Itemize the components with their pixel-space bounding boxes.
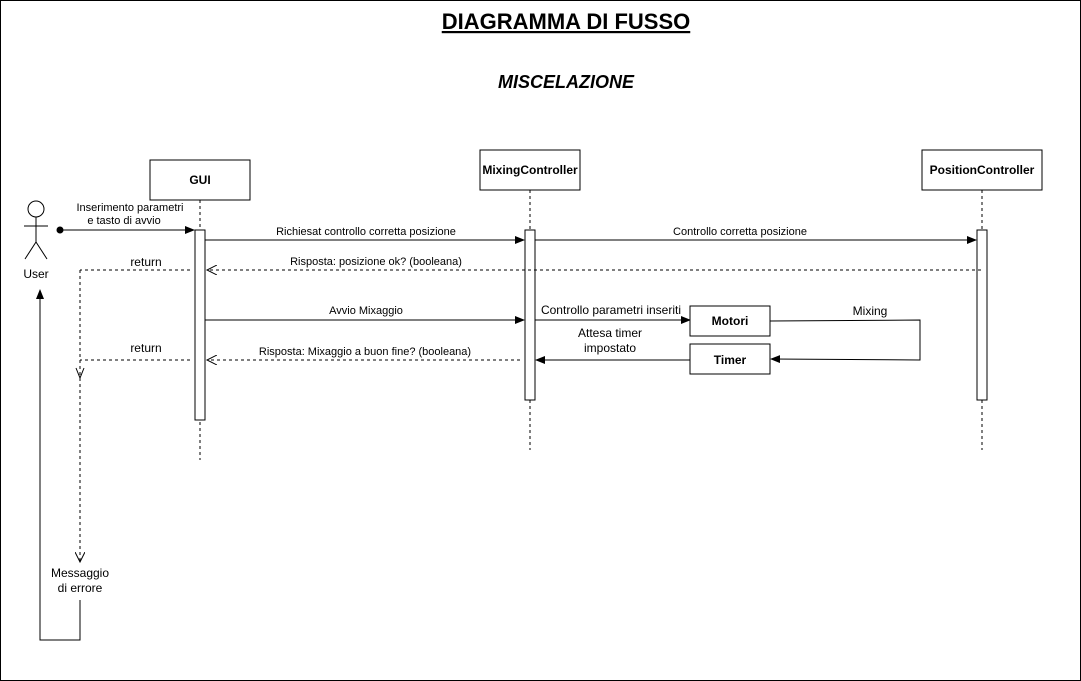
start-mix-label: Avvio Mixaggio	[329, 305, 403, 317]
mixing-label: Mixing	[853, 304, 888, 318]
position-controller-label: PositionController	[930, 163, 1035, 177]
position-activation-bar	[976, 229, 988, 401]
motori-box: Motori	[689, 305, 771, 337]
gui-to-mixing-check-label: Richiesat controllo corretta posizione	[276, 226, 456, 238]
timer-label: Timer	[714, 353, 747, 367]
gui-activation-bar	[194, 229, 206, 421]
mixing-loop-arrow	[769, 319, 921, 364]
wait-timer-label-1: Attesa timer	[578, 326, 642, 340]
user-to-gui-label-2: e tasto di avvio	[87, 215, 160, 227]
stick-figure-icon	[24, 200, 48, 260]
user-to-gui-label-1: Inserimento parametri	[77, 202, 184, 214]
gui-label: GUI	[189, 173, 210, 187]
error-to-user-arrow	[36, 289, 81, 641]
position-response-label: Risposta: posizione ok? (booleana)	[290, 256, 462, 268]
check-params-label: Controllo parametri inseriti	[541, 303, 681, 317]
user-actor: User	[23, 200, 49, 281]
motori-label: Motori	[712, 314, 749, 328]
diagram-subtitle: MISCELAZIONE	[498, 72, 635, 92]
error-label-1: Messaggio	[51, 566, 109, 580]
actor-label: User	[23, 267, 48, 281]
error-label-2: di errore	[58, 581, 103, 595]
mixing-to-position-label: Controllo corretta posizione	[673, 226, 807, 238]
gui-box: GUI	[149, 159, 251, 201]
return-1-label: return	[130, 255, 161, 269]
return-2-label: return	[130, 341, 161, 355]
wait-timer-label-2: impostato	[584, 341, 636, 355]
mixing-activation-bar	[524, 229, 536, 401]
mixing-controller-label: MixingController	[482, 163, 578, 177]
return-arrow-head-icon	[75, 367, 85, 380]
diagram-title: DIAGRAMMA DI FUSSO	[442, 9, 691, 34]
mix-response-label: Risposta: Mixaggio a buon fine? (boolean…	[259, 346, 471, 358]
timer-box: Timer	[689, 343, 771, 375]
mixing-controller-box: MixingController	[479, 149, 581, 191]
position-controller-box: PositionController	[921, 149, 1043, 191]
